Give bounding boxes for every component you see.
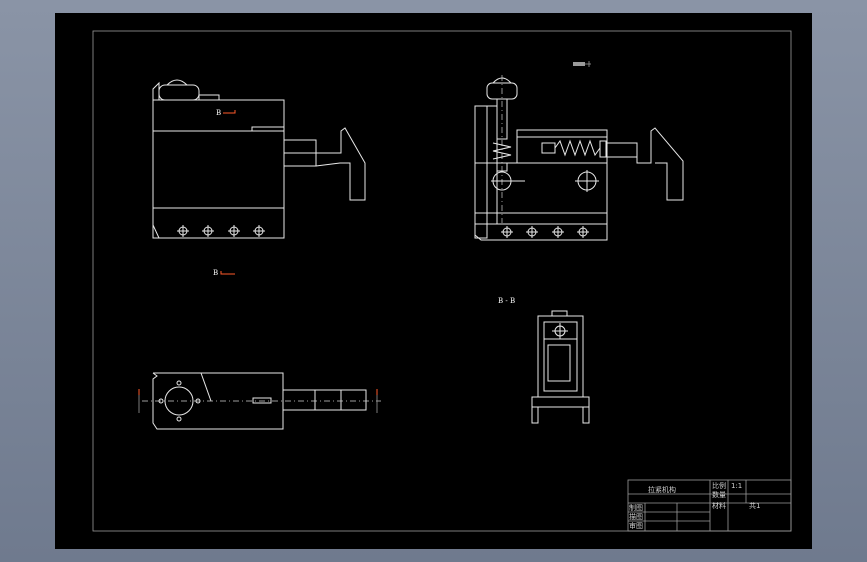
title-block: 拉紧机构 比例 数量 1:1 材料 共1 制图 描图 审图 [627,479,792,532]
bolt-holes-section [501,226,589,238]
drawing-border [92,30,792,532]
drawing-sheet: B [55,13,812,549]
section-marker-bottom: B [213,269,218,277]
material-label: 材料 [712,501,726,510]
scale-value: 1:1 [731,482,742,490]
sig-review: 审图 [629,521,643,530]
sig-trace: 描图 [629,512,643,521]
bolt-holes-front [177,225,265,237]
drawing-canvas: B [92,30,792,532]
row-label-qty: 数量 [712,490,726,499]
section-view [474,61,684,241]
section-title: B - B [498,297,515,305]
sig-draft: 制图 [629,503,643,512]
section-bb: B - B [498,297,590,424]
sheet-value: 共1 [749,501,760,510]
section-marker-top: B [216,109,221,117]
row-label-scale: 比例 [712,481,726,490]
top-view [138,372,381,430]
part-name: 拉紧机构 [648,485,676,494]
front-view: B [152,79,366,239]
